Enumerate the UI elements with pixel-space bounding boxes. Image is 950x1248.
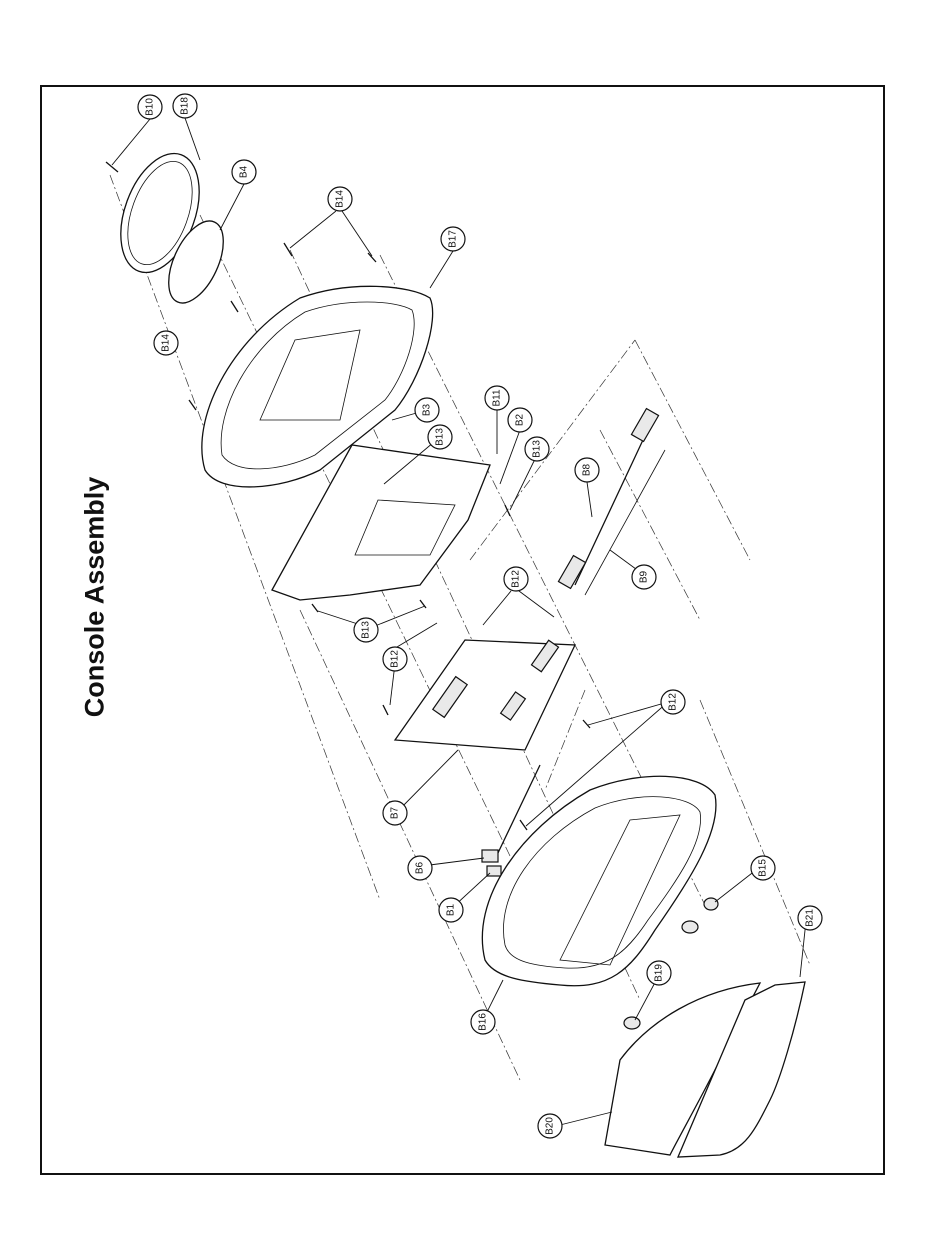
callout-b14-upper: B14 xyxy=(328,187,352,211)
svg-text:B15: B15 xyxy=(758,859,769,877)
svg-text:B12: B12 xyxy=(668,693,679,711)
svg-text:B19: B19 xyxy=(654,964,665,982)
callout-b12-board-upper: B12 xyxy=(504,567,528,591)
svg-text:B12: B12 xyxy=(390,650,401,668)
overlay-parts xyxy=(605,982,805,1157)
callout-b13-right: B13 xyxy=(525,437,549,461)
callout-b7: B7 xyxy=(383,801,407,825)
svg-text:B13: B13 xyxy=(532,440,543,458)
svg-text:B8: B8 xyxy=(582,463,593,476)
svg-text:B17: B17 xyxy=(448,230,459,248)
circuit-board-part xyxy=(395,640,575,750)
svg-text:B13: B13 xyxy=(435,428,446,446)
callout-b2: B2 xyxy=(508,408,532,432)
svg-text:B4: B4 xyxy=(239,165,250,178)
svg-text:B1: B1 xyxy=(446,903,457,916)
svg-text:B14: B14 xyxy=(161,334,172,352)
svg-text:B10: B10 xyxy=(145,98,156,116)
callout-b17: B17 xyxy=(441,227,465,251)
assembly-centerlines xyxy=(110,175,810,1080)
callout-b9: B9 xyxy=(632,565,656,589)
svg-text:B11: B11 xyxy=(492,389,503,406)
svg-text:B13: B13 xyxy=(361,621,372,639)
svg-text:B14: B14 xyxy=(335,190,346,208)
callout-b4: B4 xyxy=(232,160,256,184)
callout-b13-upper: B13 xyxy=(428,425,452,449)
svg-text:B20: B20 xyxy=(545,1117,556,1135)
callout-b15: B15 xyxy=(751,856,775,880)
callout-b18: B18 xyxy=(173,94,197,118)
callout-b19: B19 xyxy=(647,961,671,985)
svg-text:B18: B18 xyxy=(180,97,191,115)
callout-b6: B6 xyxy=(408,856,432,880)
callout-b10: B10 xyxy=(138,95,162,119)
svg-text:B16: B16 xyxy=(478,1013,489,1031)
callout-b21: B21 xyxy=(798,906,822,930)
callout-b12-front: B12 xyxy=(661,690,685,714)
svg-text:B2: B2 xyxy=(515,413,526,426)
svg-text:B21: B21 xyxy=(805,909,816,927)
svg-text:B3: B3 xyxy=(422,403,433,416)
callout-b14-left: B14 xyxy=(154,331,178,355)
svg-text:B6: B6 xyxy=(415,861,426,874)
callout-b3: B3 xyxy=(415,398,439,422)
svg-text:B12: B12 xyxy=(511,570,522,588)
front-housing-part xyxy=(482,776,716,985)
callout-b16: B16 xyxy=(471,1010,495,1034)
callout-b1: B1 xyxy=(439,898,463,922)
callout-b8: B8 xyxy=(575,458,599,482)
svg-text:B9: B9 xyxy=(639,570,650,583)
callout-b20: B20 xyxy=(538,1114,562,1138)
callout-b11: B11 xyxy=(485,386,509,410)
callout-b12-board-left: B12 xyxy=(383,647,407,671)
callout-b13-lower: B13 xyxy=(354,618,378,642)
svg-text:B7: B7 xyxy=(390,806,401,819)
